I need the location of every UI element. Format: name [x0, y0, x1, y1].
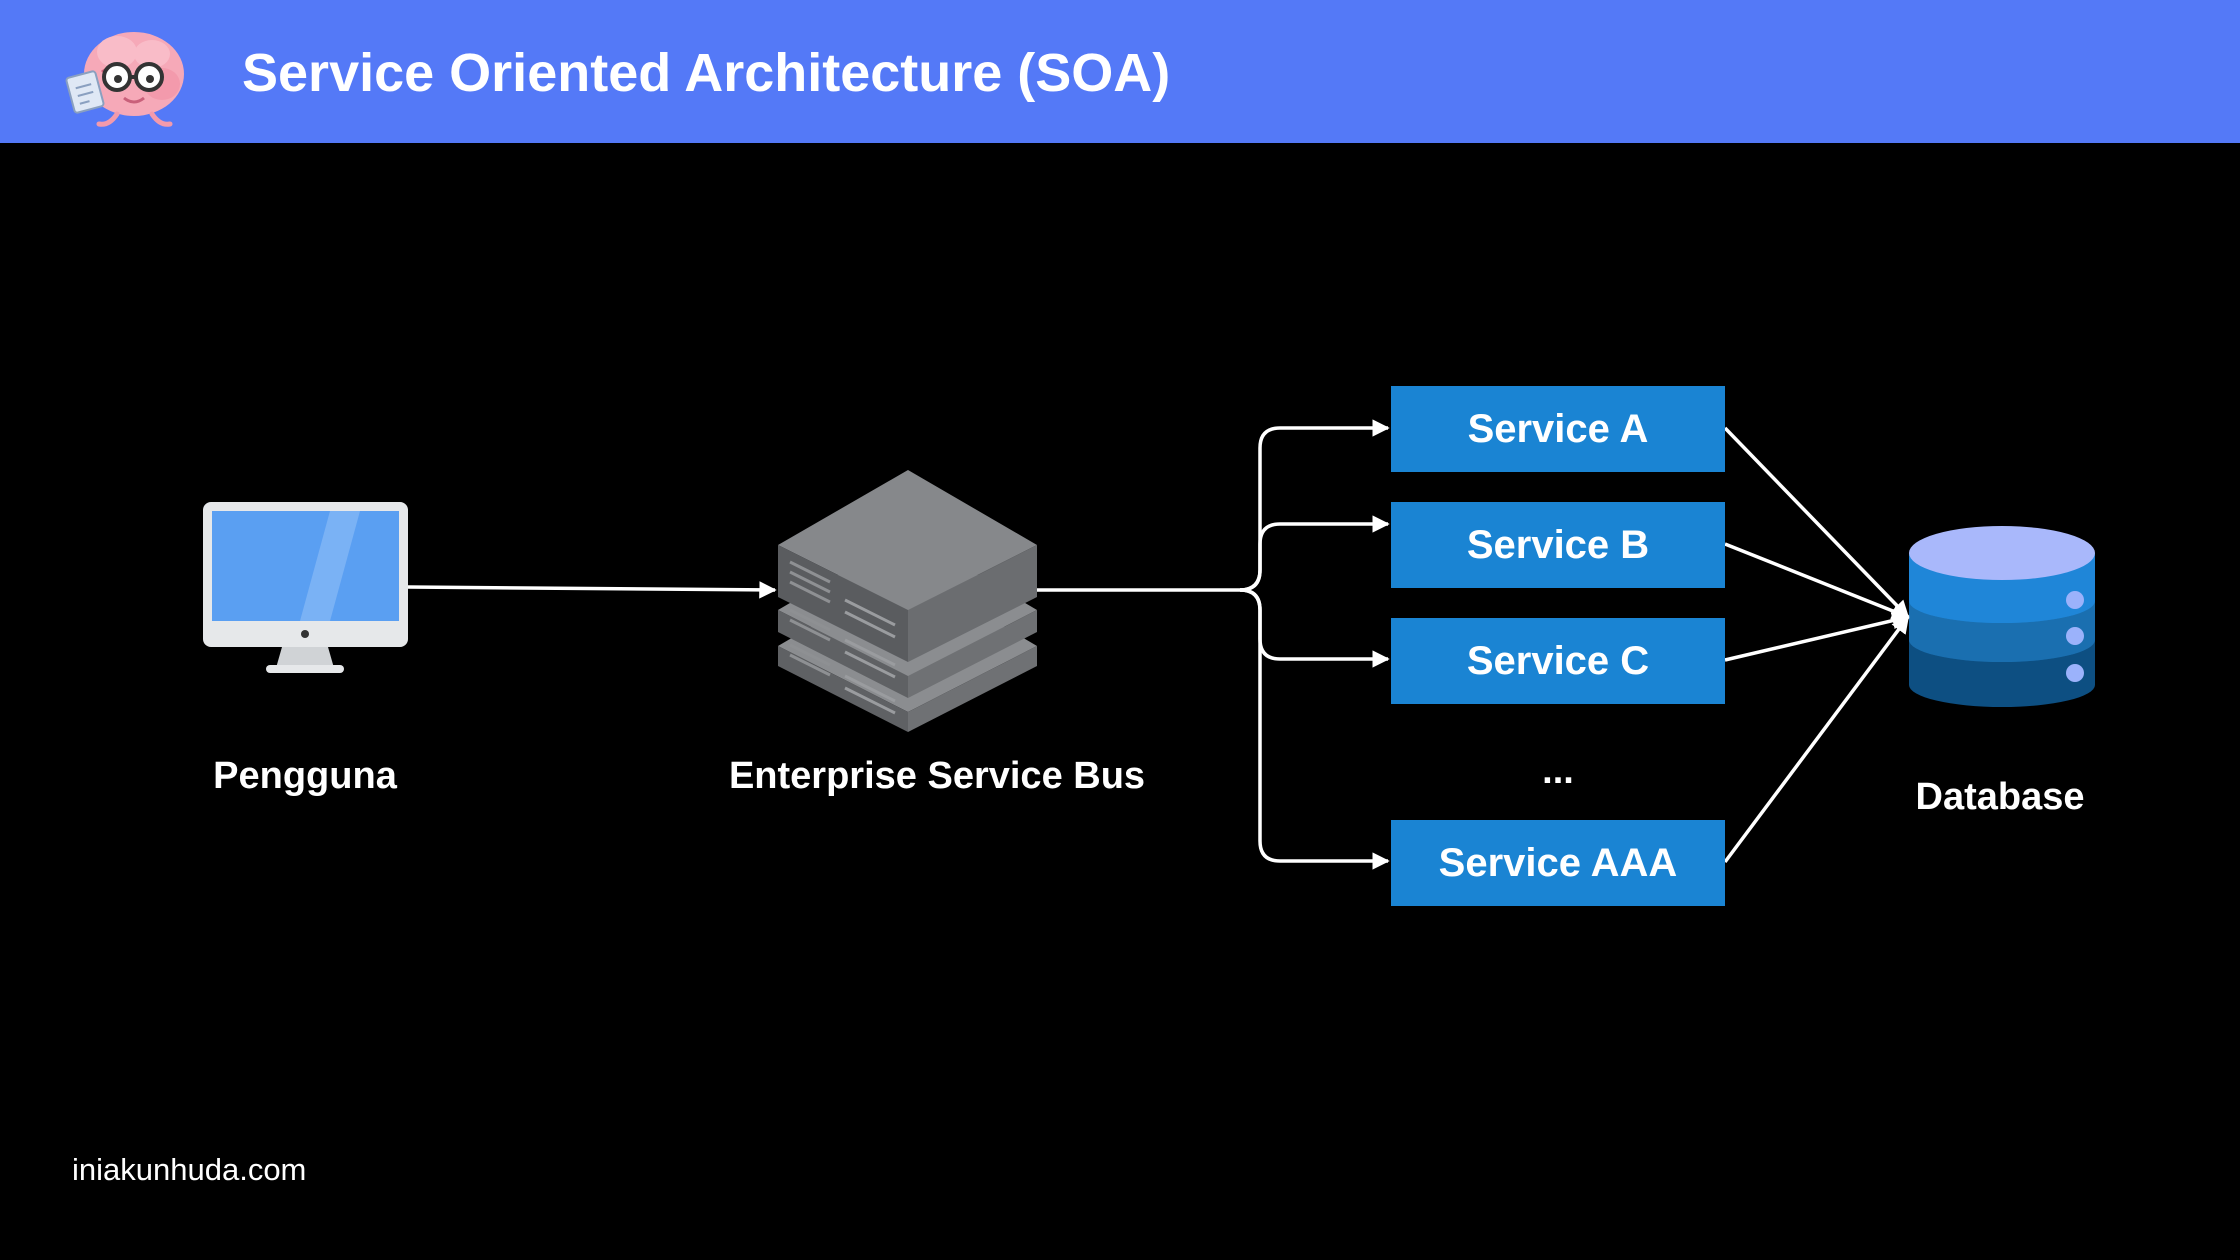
edge-service-b-to-db: [1724, 542, 1910, 620]
brain-mascot-icon: [65, 32, 184, 127]
edge-service-a-to-db: [1723, 426, 1910, 619]
edge-esb-to-service-a: [1239, 419, 1390, 592]
services-ellipsis: ...: [1542, 750, 1574, 792]
database-label: Database: [1915, 776, 2085, 818]
service-c-label: Service C: [1466, 638, 1650, 683]
desktop-monitor-icon: [203, 502, 408, 673]
edge-esb-to-service-b: [1239, 515, 1390, 592]
service-aaa-label: Service AAA: [1438, 840, 1678, 885]
service-b-box: Service B: [1391, 502, 1725, 588]
service-c-box: Service C: [1391, 618, 1725, 704]
edge-esb-to-service-c: [1239, 588, 1390, 668]
service-a-label: Service A: [1467, 406, 1649, 451]
server-stack-icon: [778, 470, 1037, 732]
user-label: Pengguna: [213, 755, 397, 797]
footer-site-url: iniakunhuda.com: [72, 1152, 307, 1187]
edge-esb-to-service-aaa: [1239, 588, 1390, 870]
edge-user-to-esb: [407, 581, 777, 599]
esb-label: Enterprise Service Bus: [728, 755, 1146, 797]
database-icon: [1909, 526, 2095, 707]
service-aaa-box: Service AAA: [1391, 820, 1725, 906]
edge-service-aaa-to-db: [1723, 615, 1910, 864]
service-b-label: Service B: [1466, 522, 1650, 567]
header-bar: Service Oriented Architecture (SOA): [0, 0, 2240, 143]
page-title: Service Oriented Architecture (SOA): [242, 43, 1171, 103]
edge-service-c-to-db: [1724, 612, 1910, 662]
service-a-box: Service A: [1391, 386, 1725, 472]
